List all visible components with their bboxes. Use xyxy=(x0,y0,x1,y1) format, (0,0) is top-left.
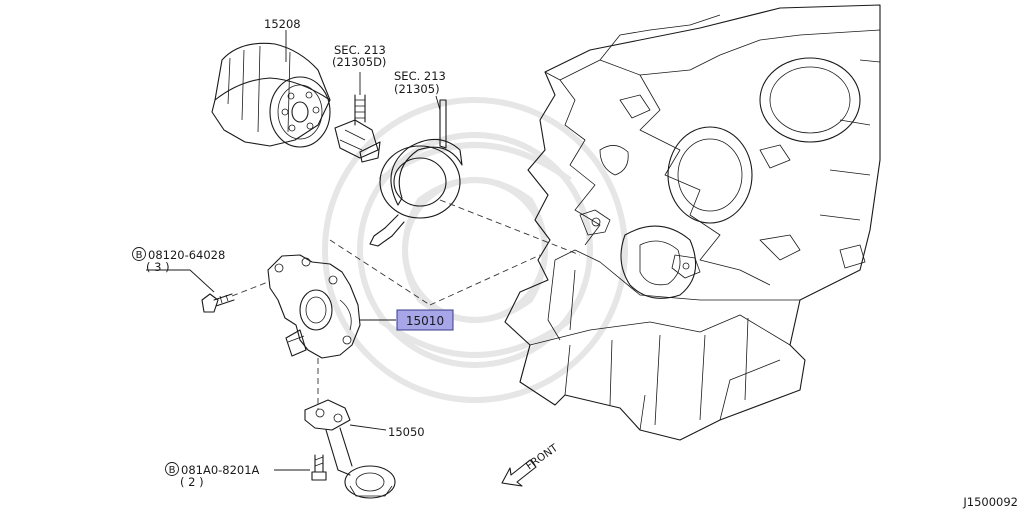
callout-bolt-lower: B 081A0-8201A ( 2 ) xyxy=(165,462,260,489)
callout-oil-strainer: 15050 xyxy=(388,425,425,439)
bolt-marker-lower: B xyxy=(169,465,176,476)
leader-lines xyxy=(146,30,441,471)
callout-bolt-upper-qty: ( 3 ) xyxy=(146,260,170,274)
callout-bolt-lower-qty: ( 2 ) xyxy=(180,475,204,489)
assembly-lines xyxy=(231,199,581,410)
oil-strainer xyxy=(304,399,396,499)
callout-connector-sec: SEC. 213 xyxy=(334,43,386,57)
oil-filter xyxy=(211,42,331,148)
bolt-marker-upper: B xyxy=(136,250,143,261)
callout-bolt-upper-part: 08120-64028 xyxy=(148,248,225,262)
watermark-emblem xyxy=(322,97,628,403)
oil-pump xyxy=(267,254,361,359)
callout-bolt-lower-part: 081A0-8201A xyxy=(181,463,260,477)
callout-oil-filter: 15208 xyxy=(264,17,301,31)
front-arrow: FRONT xyxy=(501,442,561,487)
callout-oil-pump[interactable]: 15010 xyxy=(396,309,454,331)
engine-block xyxy=(504,4,881,441)
diagram-code: J1500092 xyxy=(962,495,1018,509)
front-label: FRONT xyxy=(524,442,561,473)
callout-oil-pump-label: 15010 xyxy=(406,314,444,328)
callout-oil-cooler-sec: SEC. 213 xyxy=(394,69,446,83)
lower-bolt xyxy=(311,454,327,481)
callout-bolt-upper: B 08120-64028 ( 3 ) xyxy=(132,247,225,274)
callout-connector-ref: (21305D) xyxy=(332,55,386,69)
connector-bolt xyxy=(334,94,381,163)
upper-bolt xyxy=(201,293,235,313)
oil-cooler xyxy=(369,99,463,247)
callout-oil-cooler-ref: (21305) xyxy=(394,82,440,96)
